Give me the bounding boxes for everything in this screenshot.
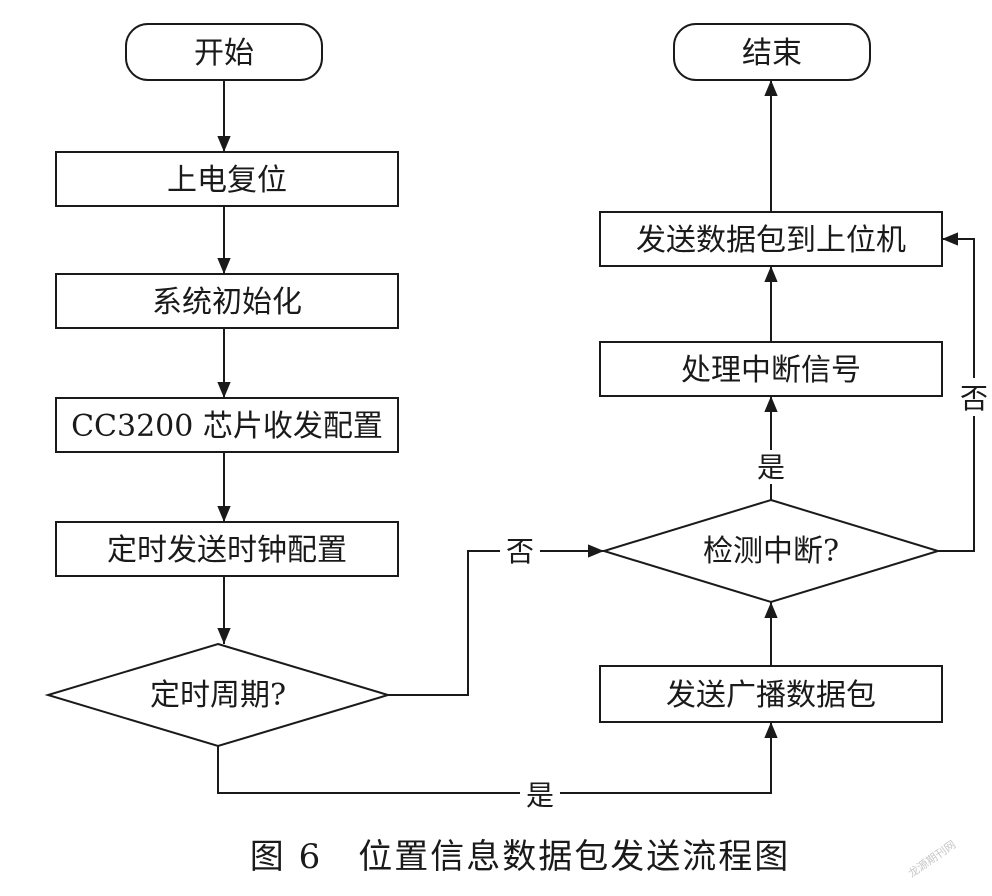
send-broadcast-node: 发送广播数据包: [599, 665, 943, 723]
send-broadcast-label: 发送广播数据包: [666, 678, 876, 713]
timer-period-decision: 定时周期?: [44, 642, 392, 748]
system-init-node: 系统初始化: [55, 273, 399, 329]
edge-label-bg-timer-yes: [520, 776, 560, 810]
edge-label-timer-yes: 是: [526, 779, 554, 812]
watermark-text: 龙源期刊网: [905, 837, 958, 880]
timer-clock-config-label: 定时发送时钟配置: [107, 533, 347, 568]
figure-caption: 图 6 位置信息数据包发送流程图: [250, 837, 790, 877]
start-node-label: 开始: [194, 36, 254, 71]
handle-interrupt-node: 处理中断信号: [599, 341, 943, 397]
start-node: 开始: [125, 23, 323, 81]
cc3200-config-node: CC3200 芯片收发配置: [55, 397, 399, 453]
timer-clock-config-node: 定时发送时钟配置: [55, 521, 399, 577]
edge-label-timer-no: 否: [506, 535, 534, 568]
detect-interrupt-decision: 检测中断?: [600, 498, 942, 604]
handle-interrupt-label: 处理中断信号: [681, 353, 861, 388]
system-init-label: 系统初始化: [152, 285, 302, 320]
edge-timer-no-to-detect: [388, 544, 604, 696]
edge-label-bg-timer-no: [500, 532, 540, 566]
power-reset-node: 上电复位: [55, 151, 399, 207]
edge-label-bg-interrupt-yes: [752, 450, 790, 484]
edge-timer-yes-to-broadcast: [217, 722, 778, 794]
end-node: 结束: [673, 23, 871, 81]
cc3200-config-label: CC3200 芯片收发配置: [71, 409, 383, 444]
edge-label-interrupt-yes: 是: [757, 451, 785, 484]
timer-period-label: 定时周期?: [150, 678, 286, 713]
power-reset-label: 上电复位: [167, 163, 287, 198]
edge-label-bg-interrupt-no: [957, 378, 991, 416]
end-node-label: 结束: [742, 36, 802, 71]
detect-interrupt-label: 检测中断?: [703, 534, 839, 569]
send-to-host-label: 发送数据包到上位机: [636, 223, 906, 258]
edge-label-interrupt-no: 否: [960, 382, 988, 415]
send-to-host-node: 发送数据包到上位机: [599, 211, 943, 267]
